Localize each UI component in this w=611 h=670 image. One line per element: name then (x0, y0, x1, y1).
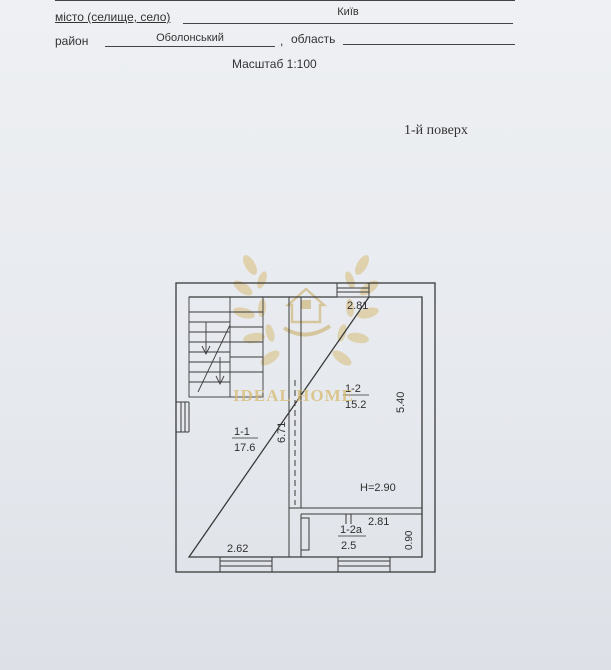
district-label: район (55, 34, 89, 48)
dim-right-height: 5.40 (395, 392, 407, 413)
interior-walls (288, 297, 422, 557)
dim-annex-width: 2.81 (368, 516, 389, 528)
window-left (175, 401, 190, 433)
district-line (105, 46, 275, 47)
floor-title: 1-й поверх (404, 123, 468, 138)
scale-label: Масштаб 1:100 (232, 57, 317, 71)
room-1-2-area: 15.2 (345, 399, 366, 411)
window-bottom-right (337, 556, 391, 573)
watermark-text: IDEAL HOME (233, 386, 354, 405)
region-line (343, 44, 515, 45)
district-comma: , (280, 34, 284, 48)
room-1-1-area: 17.6 (234, 442, 255, 454)
region-label: область (291, 32, 336, 46)
watermark-logo (233, 255, 379, 366)
window-bottom-left (219, 556, 273, 573)
room-1-1-id: 1-1 (234, 426, 250, 438)
dim-bottom-left-width: 2.62 (227, 543, 248, 555)
city-label: місто (селище, село) (55, 10, 171, 24)
room-1-2a-area: 2.5 (341, 540, 356, 552)
dim-left-height: 6.71 (276, 422, 288, 443)
window-top (336, 282, 370, 298)
top-cut-line (55, 0, 515, 1)
district-value: Оболонський (156, 32, 224, 44)
ceiling-height: Н=2.90 (360, 482, 396, 494)
room-1-2a-id: 1-2а (340, 524, 363, 536)
city-line (183, 23, 513, 24)
dim-annex-height: 0.90 (404, 530, 415, 550)
dim-top-width: 2.81 (347, 300, 368, 312)
room-1-2-id: 1-2 (345, 383, 361, 395)
exterior-walls (175, 282, 436, 573)
city-value: Київ (337, 6, 359, 18)
staircase (188, 296, 264, 398)
